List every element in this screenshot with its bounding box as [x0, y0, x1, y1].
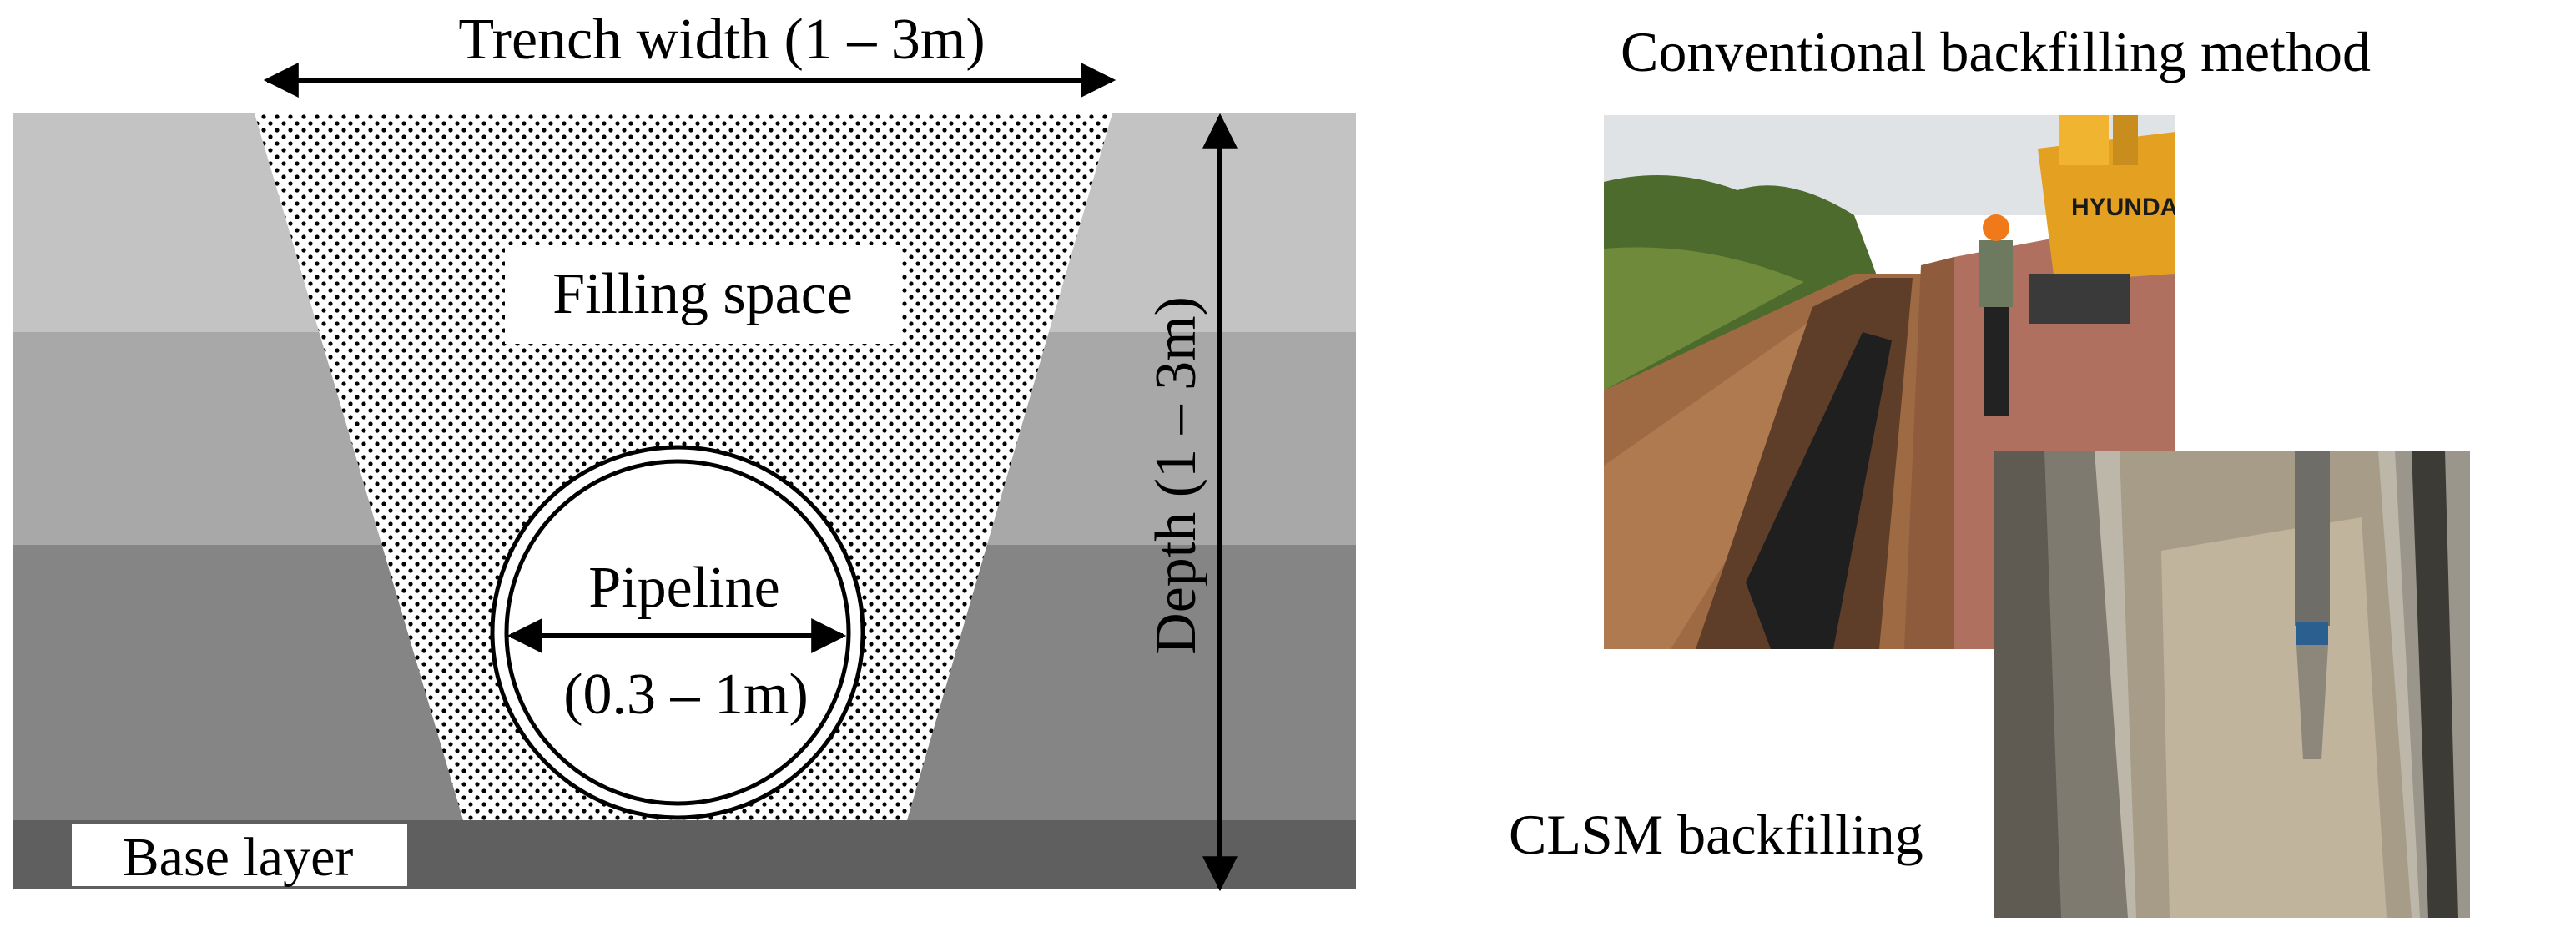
filling-space-label-bg	[505, 245, 900, 344]
filling-space-label: Filling space	[552, 262, 853, 326]
pipeline	[490, 445, 865, 820]
base-layer-label: Base layer	[123, 827, 354, 888]
depth-label: Depth (1 – 3m)	[1144, 296, 1208, 655]
pipeline-label: Pipeline	[588, 556, 779, 620]
clsm-caption: CLSM backfilling	[1509, 803, 1923, 866]
trench-width-label: Trench width (1 – 3m)	[458, 8, 985, 72]
conventional-caption: Conventional backfilling method	[1621, 20, 2371, 83]
base-layer-label-bg	[72, 824, 407, 886]
trench-diagram: Trench width (1 – 3m) Depth (1 – 3m) Fil…	[13, 8, 1356, 892]
clsm-backfilling-photo	[1994, 451, 2470, 918]
svg-text:HYUNDAI: HYUNDAI	[2071, 194, 2175, 221]
pipeline-size-label: (0.3 – 1m)	[563, 663, 809, 727]
